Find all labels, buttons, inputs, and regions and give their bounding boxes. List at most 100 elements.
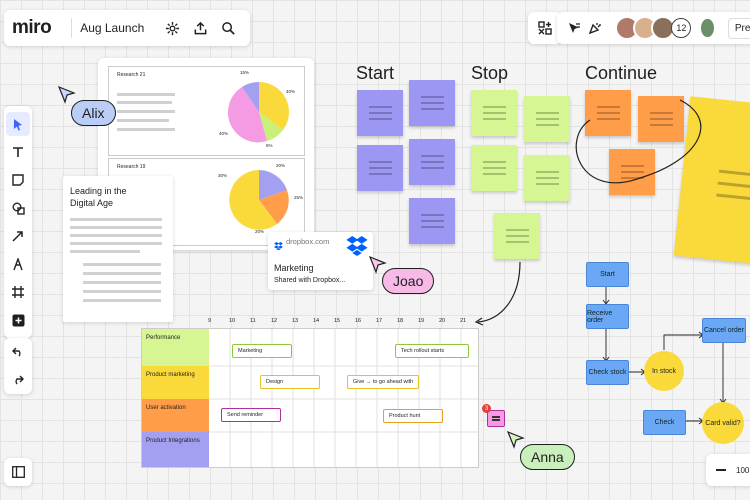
timeline-task[interactable]: Tech rollout starts [395,344,469,358]
pie-label: 40% [286,89,296,94]
flow-node-check[interactable]: Check [643,410,686,435]
timeline-row-label: Performance [142,329,209,366]
share-upload-icon[interactable] [189,17,211,39]
apps-grid-icon[interactable] [534,17,556,39]
search-icon[interactable] [217,17,239,39]
sticky-note[interactable] [524,96,570,142]
timeline-table[interactable]: Performance Product marketing User activ… [141,328,479,468]
sidebar-toggle-panel [4,458,32,486]
week-number: 16 [355,318,362,324]
celebrate-icon[interactable] [587,17,602,39]
text-line [70,250,140,253]
timeline-task[interactable]: Marketing [232,344,292,358]
dropbox-title: Marketing [274,263,314,273]
sticky-note[interactable] [357,90,403,136]
text-line [117,119,169,122]
dropbox-small-icon [274,237,283,255]
pen-icon[interactable] [6,252,30,276]
zoom-out-icon[interactable] [716,469,726,471]
avatar-group[interactable]: 12 [615,16,692,40]
sticky-note[interactable] [524,155,570,201]
flow-node-in-stock[interactable]: In stock [644,351,684,391]
text-tool-icon[interactable] [6,140,30,164]
flow-node-cancel-order[interactable]: Cancel order [702,318,746,343]
undo-icon[interactable] [6,340,30,364]
sticky-note[interactable] [638,96,684,142]
sticky-note[interactable] [409,80,455,126]
text-line [70,218,162,221]
comment-line [492,419,500,421]
flow-node-card-valid[interactable]: Card valid? [702,402,744,444]
pie-chart [227,81,289,143]
week-number: 17 [376,318,383,324]
dropbox-logo-icon [346,236,368,261]
sticky-note[interactable] [471,90,517,136]
text-line [117,110,175,113]
dropbox-subtitle: Shared with Dropbox... [274,277,346,284]
add-more-icon[interactable] [6,308,30,332]
bullet-line [83,272,161,275]
zoom-level: 100 [736,465,750,475]
flow-node-start[interactable]: Start [586,262,629,287]
shapes-icon[interactable] [6,196,30,220]
research-card-title: Research 21 [117,72,146,78]
joao-cursor-icon [369,256,387,274]
text-line [117,93,175,96]
miro-logo[interactable]: miro [12,17,52,38]
timeline-task[interactable]: Product hunt [383,409,443,423]
redo-icon[interactable] [6,368,30,392]
board-name[interactable]: Aug Launch [80,21,145,35]
comment-count-badge: 3 [482,404,491,413]
text-line [70,234,162,237]
timeline-row-label: Product marketing [142,366,209,399]
timeline-row-label: Product Integrations [142,432,209,467]
sticky-note[interactable] [409,139,455,185]
week-number: 14 [313,318,320,324]
sidebar-toggle-icon[interactable] [6,460,30,484]
cursor-follow-icon[interactable] [566,17,581,39]
week-number: 9 [208,318,212,324]
sticky-note[interactable] [494,213,540,259]
text-line [117,101,172,104]
timeline-task[interactable]: Design [260,375,320,389]
dropbox-card[interactable]: dropbox.com Marketing Shared with Dropbo… [268,232,373,290]
timeline-task[interactable]: Send reminder [221,408,281,422]
comment-icon[interactable] [487,410,505,427]
document-title: Leading in the Digital Age [70,186,127,208]
sticky-note[interactable] [357,145,403,191]
bullet-line [83,281,161,284]
top-bar: miro Aug Launch [4,10,251,46]
comment-line [492,416,500,418]
select-cursor-icon[interactable] [6,112,30,136]
research-card-title: Research 19 [117,164,146,170]
user-avatar[interactable] [699,17,716,39]
frame-icon[interactable] [6,280,30,304]
connector-arrow-icon[interactable] [6,224,30,248]
anna-cursor-icon [507,431,525,449]
week-number: 10 [229,318,236,324]
column-title-stop: Stop [471,63,509,83]
week-number: 11 [250,318,256,324]
research-card[interactable]: Research 21 15% 40% 40% 5% [108,66,305,156]
timeline-row-label: User activation [142,399,209,432]
pie-label: 40% [219,131,229,136]
column-title-continue: Continue [585,63,658,83]
sticky-note[interactable] [471,145,517,191]
sticky-note-icon[interactable] [6,168,30,192]
week-number: 19 [418,318,425,324]
settings-gear-icon[interactable] [161,17,183,39]
bullet-line [83,263,161,266]
present-button[interactable]: Prese [727,17,750,39]
collaboration-bar: 12 Prese [557,12,750,44]
document-card[interactable]: Leading in the Digital Age [63,176,173,322]
sticky-note[interactable] [609,149,655,195]
pie-label: 20% [255,229,265,234]
flow-node-check-stock[interactable]: Check stock [586,360,629,385]
sticky-note[interactable] [409,198,455,244]
pie-label: 5% [266,143,273,148]
week-number: 21 [460,318,467,324]
sticky-note[interactable] [585,90,631,136]
timeline-task[interactable]: Give → to go ahead with [347,375,419,389]
flow-node-receive-order[interactable]: Receive order [586,304,629,329]
week-number: 18 [397,318,404,324]
